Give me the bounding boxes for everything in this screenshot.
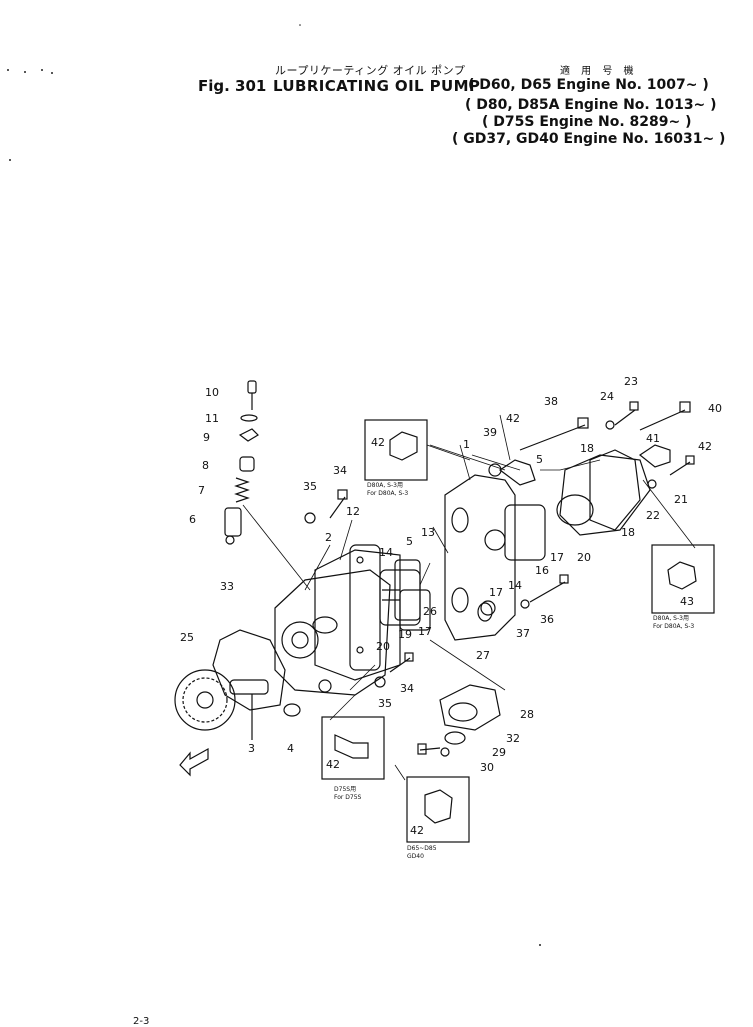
callout-19: 20 (376, 640, 390, 653)
inset-tl-en: For D80A, S-3 (367, 490, 408, 497)
engine-line-1: ( D60, D65 Engine No. 1007~ ) (468, 77, 709, 93)
pump-body-center (444, 474, 516, 641)
callout-10: 10 (205, 386, 219, 399)
pump-gears (379, 504, 546, 631)
callout-20: 18 (621, 526, 635, 539)
figure-title: LUBRICATING OIL PUMP (273, 77, 481, 95)
callout-18: 19 (398, 628, 412, 641)
callout-34-top: 34 (333, 464, 347, 477)
callout-31: 30 (480, 761, 494, 774)
callout-43: 43 (680, 595, 694, 608)
inset-top-left (364, 419, 471, 481)
engine-line-3: ( D75S Engine No. 8289~ ) (482, 114, 692, 130)
front-arrow-icon (179, 747, 209, 777)
callout-17-left: 17 (489, 586, 503, 599)
callout-35-bottom: 35 (378, 697, 392, 710)
inset-r-en: For D80A, S-3 (653, 623, 694, 630)
callout-30: 29 (492, 746, 506, 759)
callout-11: 11 (205, 412, 219, 425)
callout-34-bottom: 34 (400, 682, 414, 695)
callout-33: 33 (220, 580, 234, 593)
inset-captions: D80A, S-3用 For D80A, S-3 D80A, S-3用 For … (334, 482, 694, 860)
inset-bl-jp: D75S用 (334, 786, 356, 793)
bushing-28a (477, 602, 493, 622)
inset-bottom (406, 776, 470, 843)
callout-15: 17 (418, 625, 432, 638)
callout-29: 28 (520, 708, 534, 721)
callout-32: 32 (506, 732, 520, 745)
scan-specks (7, 24, 541, 946)
bushing-part (283, 703, 301, 717)
inset-r-jp: D80A, S-3用 (653, 615, 689, 622)
callout-14-left: 14 (379, 546, 393, 559)
inset-b-en: GD40 (407, 853, 424, 860)
leader-lines (242, 414, 696, 781)
callout-labels: 10 11 9 8 7 6 33 25 3 4 35 34 12 2 14 5 … (180, 375, 722, 837)
callout-26: 24 (600, 390, 614, 403)
callout-36: 36 (540, 613, 554, 626)
callout-22: 20 (577, 551, 591, 564)
callout-35-top: 35 (303, 480, 317, 493)
japanese-title: ループリケーティング オイル ポンプ (275, 64, 466, 77)
inset-b-jp: D65~D85 (407, 845, 437, 852)
callout-28a: 27 (476, 649, 490, 662)
callout-37: 37 (516, 627, 530, 640)
callout-42-inset-bl: 42 (326, 758, 340, 771)
callout-40: 40 (708, 402, 722, 415)
inset-tl-jp: D80A, S-3用 (367, 482, 403, 489)
callout-5-right: 5 (536, 453, 543, 466)
callout-24: 22 (646, 509, 660, 522)
callout-39: 39 (483, 426, 497, 439)
pump-body-left (274, 544, 401, 696)
callout-38: 38 (544, 395, 558, 408)
gasket-and-gear (174, 629, 286, 740)
callout-25: 23 (624, 375, 638, 388)
callout-28: 26 (423, 605, 437, 618)
callout-13: 13 (421, 526, 435, 539)
callout-2: 2 (325, 531, 332, 544)
callout-14-right: 14 (508, 579, 522, 592)
callout-42-right: 42 (698, 440, 712, 453)
outlet-flange (417, 684, 501, 757)
inset-bl-en: For D75S (334, 794, 362, 801)
callout-16: 16 (535, 564, 549, 577)
callout-7: 7 (198, 484, 205, 497)
figure-number: Fig. 301 (198, 77, 267, 95)
callout-42-top: 42 (506, 412, 520, 425)
callout-27: 25 (180, 631, 194, 644)
japanese-applicability: 適 用 号 機 (560, 66, 638, 77)
callout-42-inset-b: 42 (410, 824, 424, 837)
callout-4: 4 (287, 742, 294, 755)
callout-3: 3 (248, 742, 255, 755)
callout-1: 1 (463, 438, 470, 451)
inset-right (651, 544, 715, 614)
callout-9: 9 (203, 431, 210, 444)
page-number: 2-3 (133, 1016, 150, 1027)
engine-line-4: ( GD37, GD40 Engine No. 16031~ ) (452, 131, 726, 147)
callout-21: 18 (580, 442, 594, 455)
pump-cover-right (556, 449, 651, 536)
callout-41: 41 (646, 432, 660, 445)
elbow-fittings (498, 444, 671, 486)
bolts (329, 401, 695, 673)
callout-23: 21 (674, 493, 688, 506)
callout-42-inset-tl: 42 (371, 436, 385, 449)
inset-bottom-left (321, 716, 385, 780)
callout-5-left: 5 (406, 535, 413, 548)
washers (304, 420, 657, 688)
relief-valve-stack (224, 380, 259, 545)
callout-6: 6 (189, 513, 196, 526)
callout-17-right: 17 (550, 551, 564, 564)
callout-8: 8 (202, 459, 209, 472)
engine-line-2: ( D80, D85A Engine No. 1013~ ) (465, 97, 717, 113)
callout-12: 12 (346, 505, 360, 518)
